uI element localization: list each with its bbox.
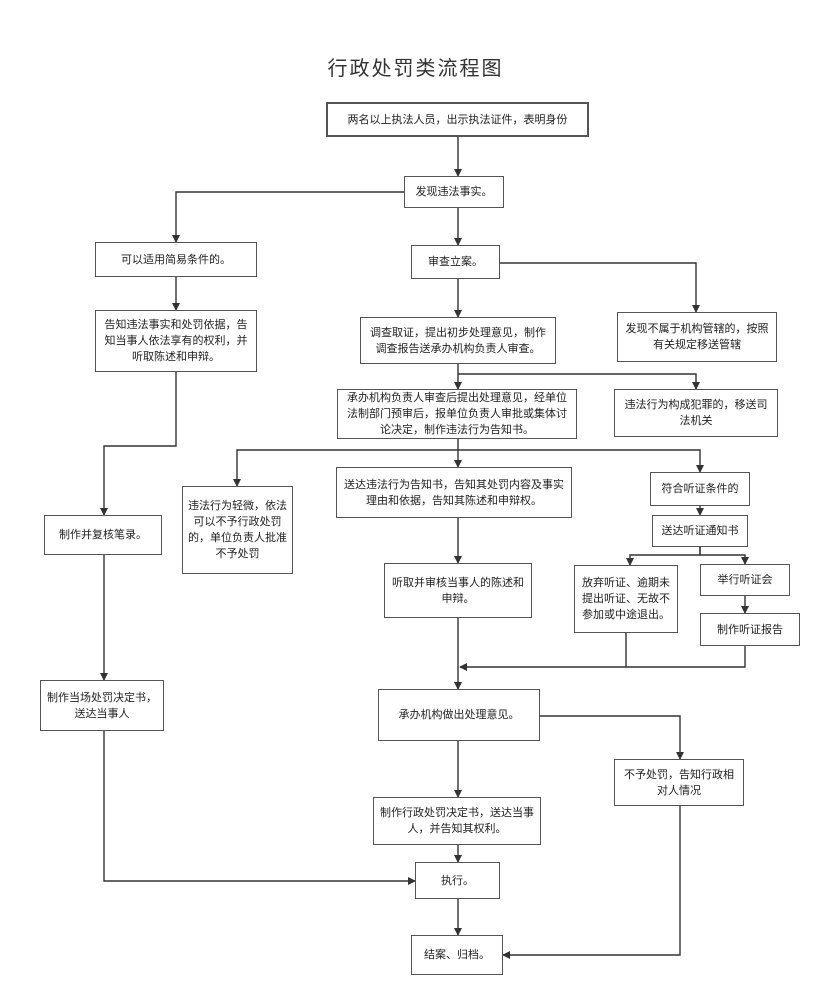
edge-n14-n16: [626, 547, 701, 566]
node-hearing-report: 制作听证报告: [700, 613, 800, 646]
node-make-record-text: 制作并复核笔录。: [59, 528, 147, 541]
node-transfer-judicial: 违法行为构成犯罪的，移送司法机关: [614, 389, 778, 437]
node-onsite-decision: 制作当场处罚决定书，送达当事人: [40, 680, 164, 731]
node-hear-statement: 听取并审核当事人的陈述和申辩。: [384, 563, 532, 618]
node-hearing-notice: 送达听证通知书: [652, 515, 748, 547]
node-register-case-text: 审查立案。: [428, 255, 483, 268]
node-review-decision-text: 承办机构负责人审查后提出处理意见，经单位法制部门预审后，报单位负责人审批或集体讨…: [347, 391, 567, 436]
node-deliver-notice: 送达违法行为告知书，告知其处罚内容及事实理由和依据，告知其陈述和申辩权。: [336, 467, 572, 518]
node-simple-procedure: 可以适用简易条件的。: [95, 242, 257, 277]
node-agency-opinion-text: 承办机构做出处理意见。: [398, 708, 520, 721]
node-waive-hearing-text: 放弃听证、逾期未提出听证、无故不参加或中途退出。: [582, 576, 670, 621]
node-review-decision: 承办机构负责人审查后提出处理意见，经单位法制部门预审后，报单位负责人审批或集体讨…: [337, 389, 577, 439]
edge-n21-n24: [502, 806, 681, 959]
node-minor-no-penalty-text: 违法行为轻微，依法可以不予行政处罚的，单位负责人批准不予处罚: [188, 499, 287, 560]
node-hearing-eligible-text: 符合听证条件的: [661, 482, 739, 495]
node-make-record: 制作并复核笔录。: [44, 515, 162, 555]
node-waive-hearing: 放弃听证、逾期未提出听证、无故不参加或中途退出。: [574, 565, 678, 633]
node-hold-hearing: 举行听证会: [700, 564, 790, 596]
node-hearing-eligible: 符合听证条件的: [650, 472, 750, 506]
node-close-archive-text: 结案、归档。: [424, 948, 490, 961]
node-penalty-decision: 制作行政处罚决定书，送达当事人，并告知其权利。: [373, 797, 541, 845]
node-inform-rights: 告知违法事实和处罚依据，告知当事人依法享有的权利，并听取陈述和申辩。: [95, 310, 257, 372]
node-transfer-judicial-text: 违法行为构成犯罪的，移送司法机关: [624, 398, 768, 427]
node-register-case: 审查立案。: [411, 245, 500, 279]
edge-n16-merge: [459, 633, 627, 671]
node-agency-opinion: 承办机构做出处理意见。: [378, 689, 540, 741]
edge-n4-n7: [500, 262, 700, 313]
edge-n8-n10: [233, 449, 458, 487]
node-no-penalty-inform: 不予处罚，告知行政相对人情况: [614, 759, 744, 806]
node-show-credentials: 两名以上执法人员，出示执法证件，表明身份: [326, 102, 589, 137]
node-discover-violation-text: 发现违法事实。: [415, 185, 493, 198]
node-investigate-text: 调查取证，提出初步处理意见，制作调查报告送承办机构负责人审查。: [370, 325, 546, 355]
edge-n2-n3: [172, 191, 404, 243]
node-no-penalty-inform-text: 不予处罚，告知行政相对人情况: [624, 767, 734, 797]
node-transfer-jurisdiction: 发现不属于机构管辖的，按照有关规定移送管辖: [617, 312, 777, 362]
node-investigate: 调查取证，提出初步处理意见，制作调查报告送承办机构负责人审查。: [360, 317, 556, 364]
node-hearing-report-text: 制作听证报告: [717, 622, 783, 636]
node-inform-rights-text: 告知违法事实和处罚依据，告知当事人依法享有的权利，并听取陈述和申辩。: [104, 318, 248, 363]
node-close-archive: 结案、归档。: [411, 935, 503, 975]
edge-n6-n9: [458, 373, 700, 390]
edge-n5-n13: [100, 372, 177, 516]
node-deliver-notice-text: 送达违法行为告知书，告知其处罚内容及事实理由和依据，告知其陈述和申辩权。: [344, 477, 564, 507]
node-transfer-jurisdiction-text: 发现不属于机构管辖的，按照有关规定移送管辖: [625, 322, 769, 351]
node-minor-no-penalty: 违法行为轻微，依法可以不予行政处罚的，单位负责人批准不予处罚: [182, 486, 293, 574]
node-hearing-notice-text: 送达听证通知书: [661, 524, 739, 537]
node-show-credentials-text: 两名以上执法人员，出示执法证件，表明身份: [347, 112, 568, 126]
node-penalty-decision-text: 制作行政处罚决定书，送达当事人，并告知其权利。: [380, 806, 534, 835]
edge-n14-n17: [699, 547, 749, 565]
node-onsite-decision-text: 制作当场处罚决定书，送达当事人: [47, 690, 157, 720]
edge-n19-n23: [103, 731, 416, 885]
node-simple-procedure-text: 可以适用简易条件的。: [121, 252, 231, 266]
edge-n18-merge: [626, 646, 746, 668]
node-hear-statement-text: 听取并审核当事人的陈述和申辩。: [392, 575, 524, 605]
node-execute-text: 执行。: [441, 873, 474, 887]
node-hold-hearing-text: 举行听证会: [717, 573, 773, 586]
node-execute: 执行。: [415, 862, 500, 899]
edge-n8-n12: [458, 449, 704, 473]
edge-n20-n21: [540, 715, 684, 760]
node-discover-violation: 发现违法事实。: [404, 176, 504, 208]
diagram-title: 行政处罚类流程图: [327, 56, 504, 80]
